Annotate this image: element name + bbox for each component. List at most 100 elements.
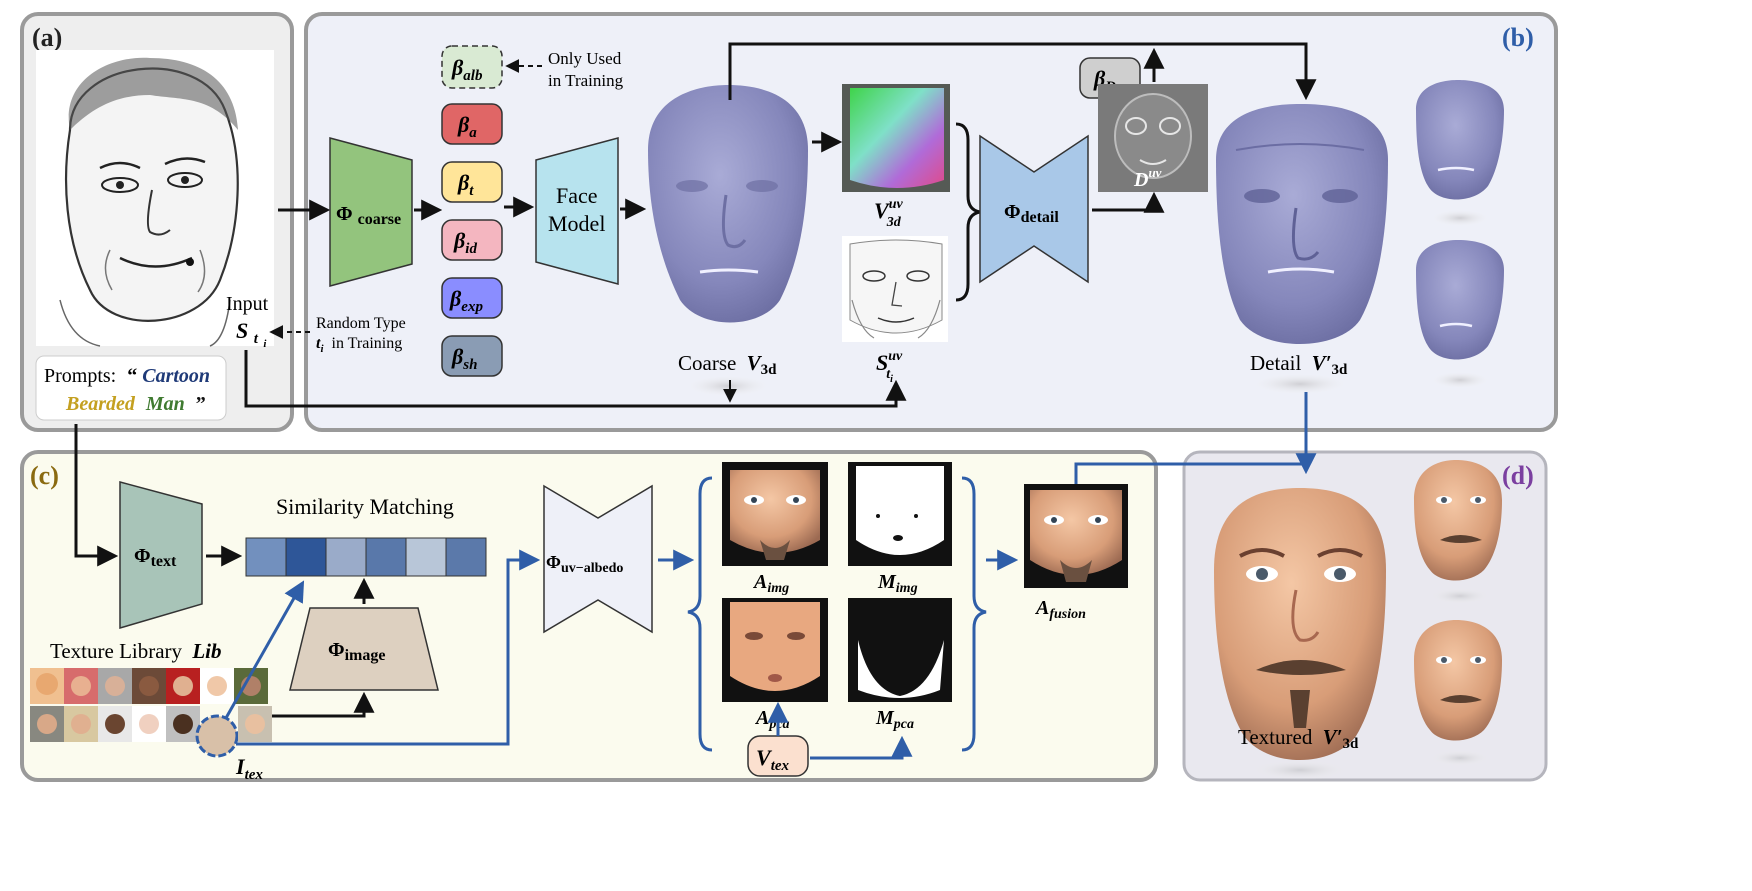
svg-text:Φimage: Φimage <box>328 639 385 664</box>
texture-library-label: Texture Library <box>50 639 183 663</box>
beta-a-symbol: β <box>457 112 470 137</box>
m-img-symbol: M <box>877 571 897 593</box>
similarity-cell-4 <box>365 537 407 577</box>
coarse-v-symbol: V <box>747 351 763 375</box>
detail-v-symbol: V′ <box>1312 351 1332 375</box>
beta-sh-box: βsh <box>441 335 503 377</box>
svg-text:Textured V′3d: Textured V′3d <box>1238 725 1359 752</box>
svg-text:βsh: βsh <box>451 344 477 373</box>
coarse-label: Coarse <box>678 351 736 375</box>
phi-text-symbol: Φ <box>134 545 151 567</box>
input-sub: t <box>254 331 259 347</box>
prompt-word-bearded: Bearded <box>65 393 136 415</box>
m-pca-mask <box>848 598 952 702</box>
input-subsub: i <box>263 338 267 350</box>
texture-library-var: Lib <box>191 639 221 663</box>
phi-uv-sub: uv−albedo <box>561 561 623 576</box>
svg-text:Φ coarse: Φ coarse <box>336 203 401 228</box>
beta-exp-symbol: β <box>449 286 462 311</box>
svg-text:Φtext: Φtext <box>134 545 177 570</box>
phi-coarse-symbol: Φ <box>336 203 353 225</box>
prompt-word-man: Man <box>145 393 185 415</box>
detail-face-small-top <box>1416 80 1504 226</box>
s-uv-sup: uv <box>888 349 903 364</box>
beta-sh-symbol: β <box>451 344 464 369</box>
random-type-var-sub: i <box>320 343 324 355</box>
a-img-texture <box>722 462 828 566</box>
detail-v-sub: 3d <box>1331 362 1348 378</box>
input-var: S <box>236 318 248 343</box>
beta-id-box: βid <box>441 219 503 261</box>
svg-text:Mpca: Mpca <box>875 707 914 732</box>
svg-text:βa: βa <box>457 112 477 141</box>
s-uv-symbol: S <box>876 350 888 375</box>
similarity-cell-3 <box>325 537 367 577</box>
phi-detail-symbol: Φ <box>1004 201 1021 223</box>
s-uv-subsub: i <box>890 374 893 385</box>
svg-text:βalb: βalb <box>451 55 483 84</box>
svg-text:Afusion: Afusion <box>1034 597 1086 622</box>
prompt-quote-close: ” <box>196 393 206 415</box>
beta-sh-sub: sh <box>462 357 477 373</box>
detail-label: Detail <box>1250 351 1301 375</box>
d-uv-sup: uv <box>1148 165 1161 180</box>
detail-face-small-bottom <box>1416 240 1504 388</box>
i-tex-symbol: I <box>235 754 246 779</box>
panel-b-label: (b) <box>1502 23 1534 52</box>
m-img-sub: img <box>896 581 918 596</box>
phi-detail-sub: detail <box>1021 209 1060 226</box>
d-uv-symbol: D <box>1133 169 1148 191</box>
random-type-var: t <box>316 335 321 352</box>
only-used-line1: Only Used <box>548 49 622 68</box>
beta-id-sub: id <box>465 241 477 257</box>
beta-t-sub: t <box>469 183 474 199</box>
beta-t-symbol: β <box>457 170 470 195</box>
svg-text:Prompts: “ Cartoon: Prompts: “ Cartoon <box>44 365 210 387</box>
beta-exp-box: βexp <box>441 277 503 319</box>
svg-text:S t i: S t i <box>236 318 267 350</box>
svg-text:βid: βid <box>453 228 477 257</box>
beta-alb-symbol: β <box>451 55 464 80</box>
i-tex-sub: tex <box>245 767 264 783</box>
m-pca-symbol: M <box>875 707 895 729</box>
a-pca-symbol: A <box>754 707 769 729</box>
face-model-line2: Model <box>548 211 605 236</box>
a-fusion-texture <box>1024 484 1128 588</box>
panel-d-label: (d) <box>1502 461 1534 490</box>
textured-v-sub: 3d <box>1343 736 1360 752</box>
similarity-vector <box>245 537 487 577</box>
svg-text:Duv: Duv <box>1133 165 1162 191</box>
a-pca-texture <box>722 598 828 702</box>
selected-texture <box>195 714 239 758</box>
random-type-line1: Random Type <box>316 315 406 332</box>
random-type-line2: in Training <box>332 335 403 352</box>
svg-text:Vtex: Vtex <box>756 745 790 774</box>
svg-text:Bearded Man ”: Bearded Man ” <box>65 393 206 415</box>
phi-coarse-sub: coarse <box>358 211 402 228</box>
beta-exp-sub: exp <box>461 299 483 315</box>
textured-face-small-top <box>1414 460 1502 604</box>
curly-brace-c-right <box>961 476 987 752</box>
input-label: Input <box>226 293 269 315</box>
phi-image-sub: image <box>345 647 386 664</box>
similarity-cell-1 <box>245 537 287 577</box>
face-model-block <box>535 137 619 285</box>
a-img-sub: img <box>767 581 789 596</box>
textured-v-symbol: V′ <box>1323 725 1343 749</box>
beta-id-symbol: β <box>453 228 466 253</box>
a-img-symbol: A <box>752 571 767 593</box>
image-encoder <box>289 607 439 691</box>
panel-c-label: (c) <box>30 461 59 490</box>
v3d-uv-symbol: V <box>874 198 891 223</box>
uv-albedo-encoder <box>543 484 653 634</box>
beta-alb-sub: alb <box>463 68 483 84</box>
uv-position-map <box>842 84 950 192</box>
face-model-line1: Face <box>556 183 598 208</box>
textured-face-mesh <box>1214 488 1386 780</box>
m-pca-sub: pca <box>893 717 914 732</box>
beta-alb-box: βalb <box>441 45 503 89</box>
prompts-box <box>35 355 227 421</box>
